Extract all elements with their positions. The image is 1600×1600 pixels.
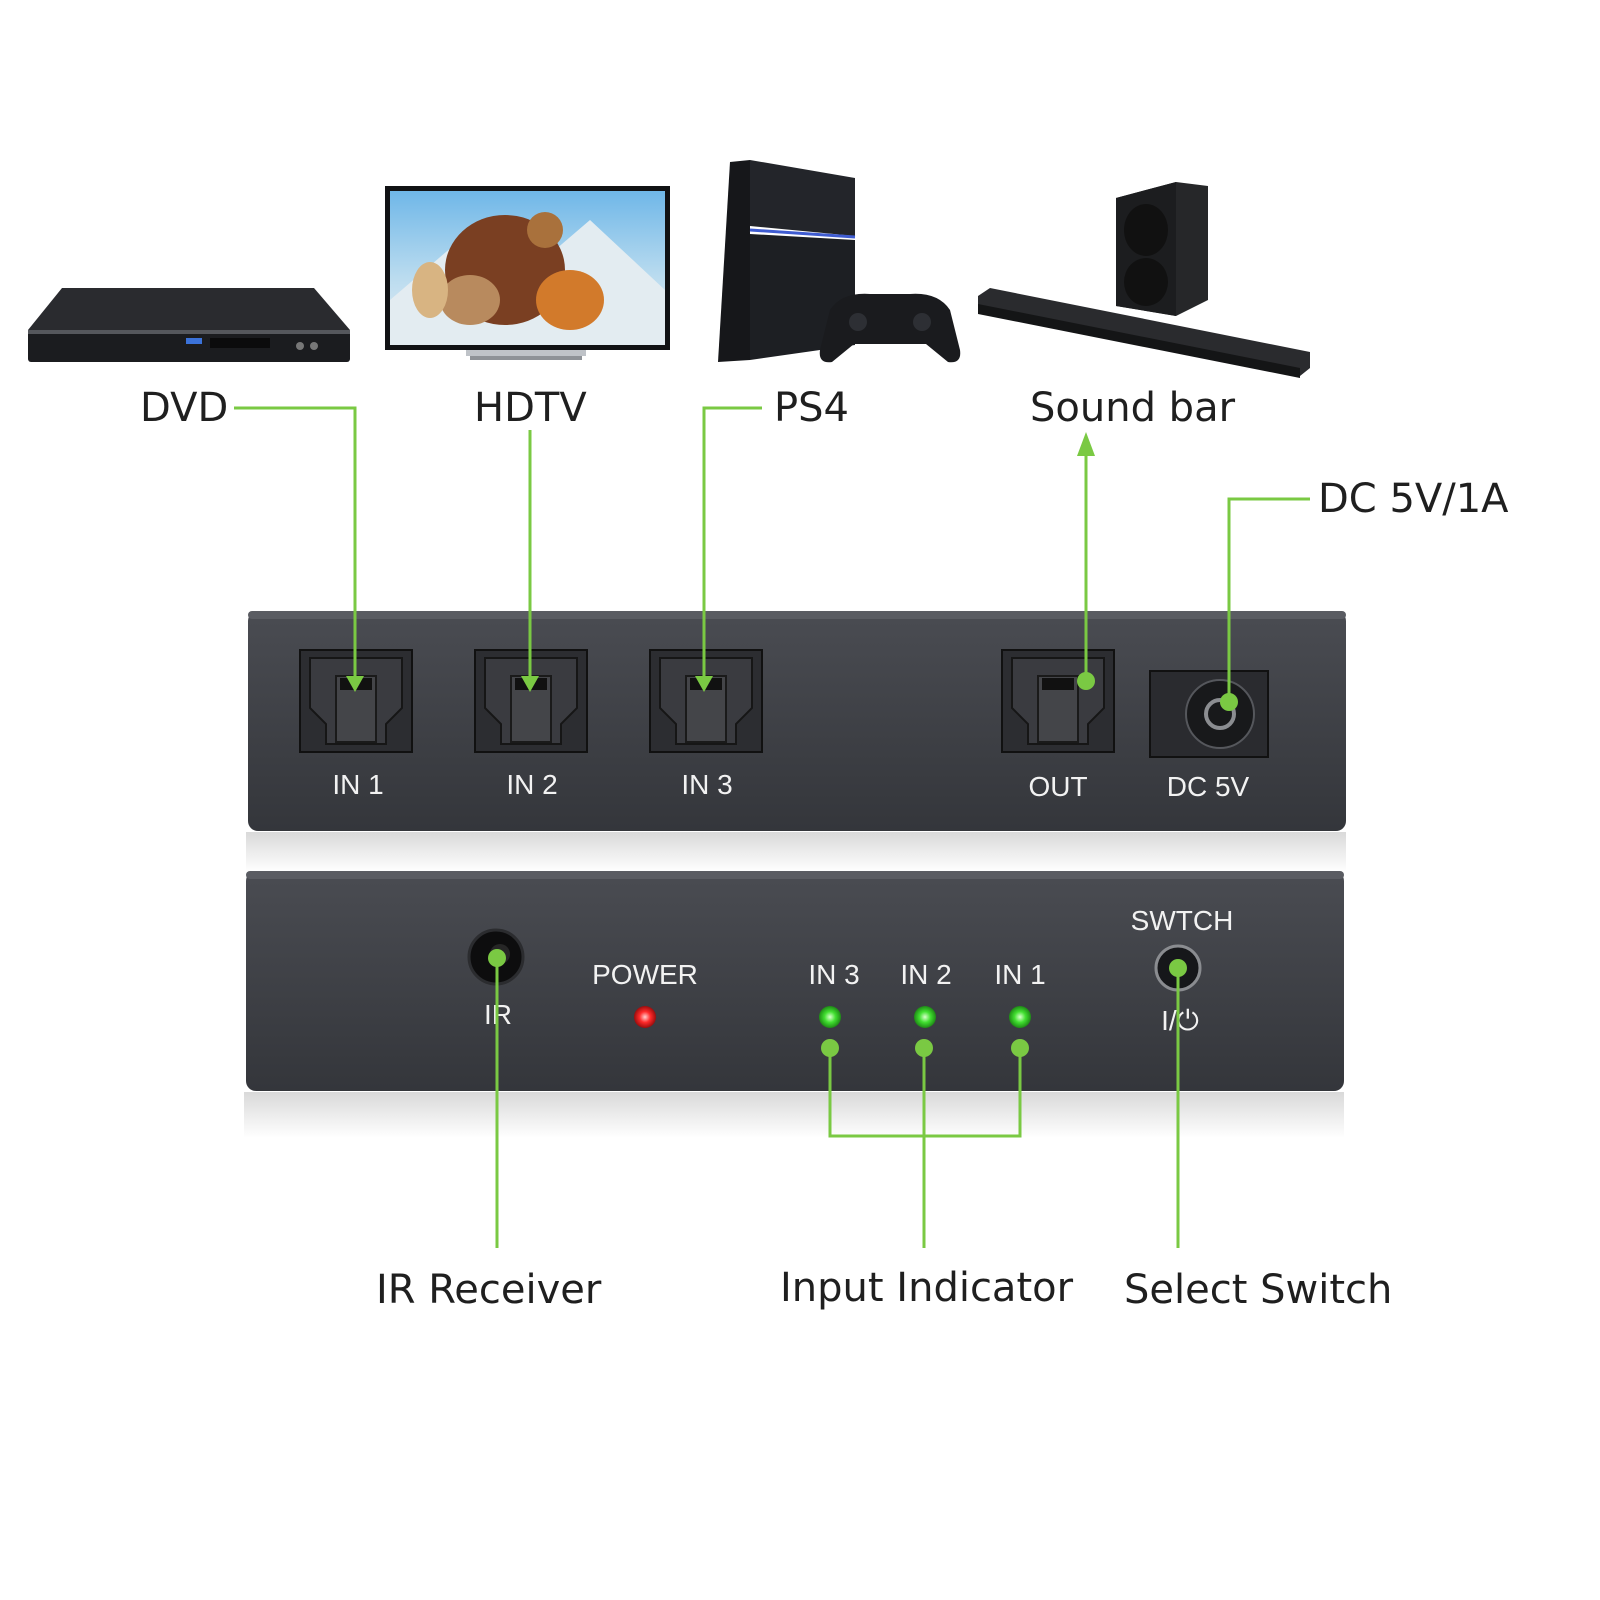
hdtv-label: HDTV [474, 385, 587, 431]
in1-led [1009, 1006, 1031, 1028]
dvd-player-icon [28, 288, 350, 362]
dc-jack[interactable] [1149, 670, 1269, 758]
rear-out-label: OUT [1028, 771, 1087, 802]
rear-panel: IN 1 IN 2 IN 3 OUT DC 5V [246, 611, 1346, 872]
front-switch-label: SWTCH [1131, 905, 1234, 936]
soundbar-label: Sound bar [1030, 385, 1236, 431]
ps4-label: PS4 [774, 385, 849, 431]
select-switch-callout: Select Switch [1124, 1267, 1392, 1313]
hdtv-icon [385, 186, 670, 360]
rear-dc-label: DC 5V [1167, 771, 1250, 802]
front-in3-label: IN 3 [808, 959, 859, 990]
dc-power-label: DC 5V/1A [1318, 476, 1509, 522]
in2-led [914, 1006, 936, 1028]
in3-port[interactable] [649, 649, 763, 753]
power-led [634, 1006, 656, 1028]
power-toggle-symbol: I/⏻ [1161, 1005, 1199, 1036]
sound-bar-icon [978, 182, 1310, 378]
leader-lines [234, 406, 1310, 1248]
rear-in2-label: IN 2 [506, 769, 557, 800]
front-panel: IR POWER IN 3 IN 2 IN 1 SWTCH I/⏻ [244, 871, 1344, 1138]
in3-led [819, 1006, 841, 1028]
front-in2-label: IN 2 [900, 959, 951, 990]
rear-in3-label: IN 3 [681, 769, 732, 800]
ir-receiver-callout: IR Receiver [376, 1267, 602, 1313]
dvd-label: DVD [140, 385, 228, 431]
rear-in1-label: IN 1 [332, 769, 383, 800]
ps4-console-icon [718, 160, 961, 363]
front-power-label: POWER [592, 959, 698, 990]
out-port[interactable] [1001, 649, 1115, 753]
front-in1-label: IN 1 [994, 959, 1045, 990]
input-indicator-callout: Input Indicator [780, 1265, 1074, 1311]
